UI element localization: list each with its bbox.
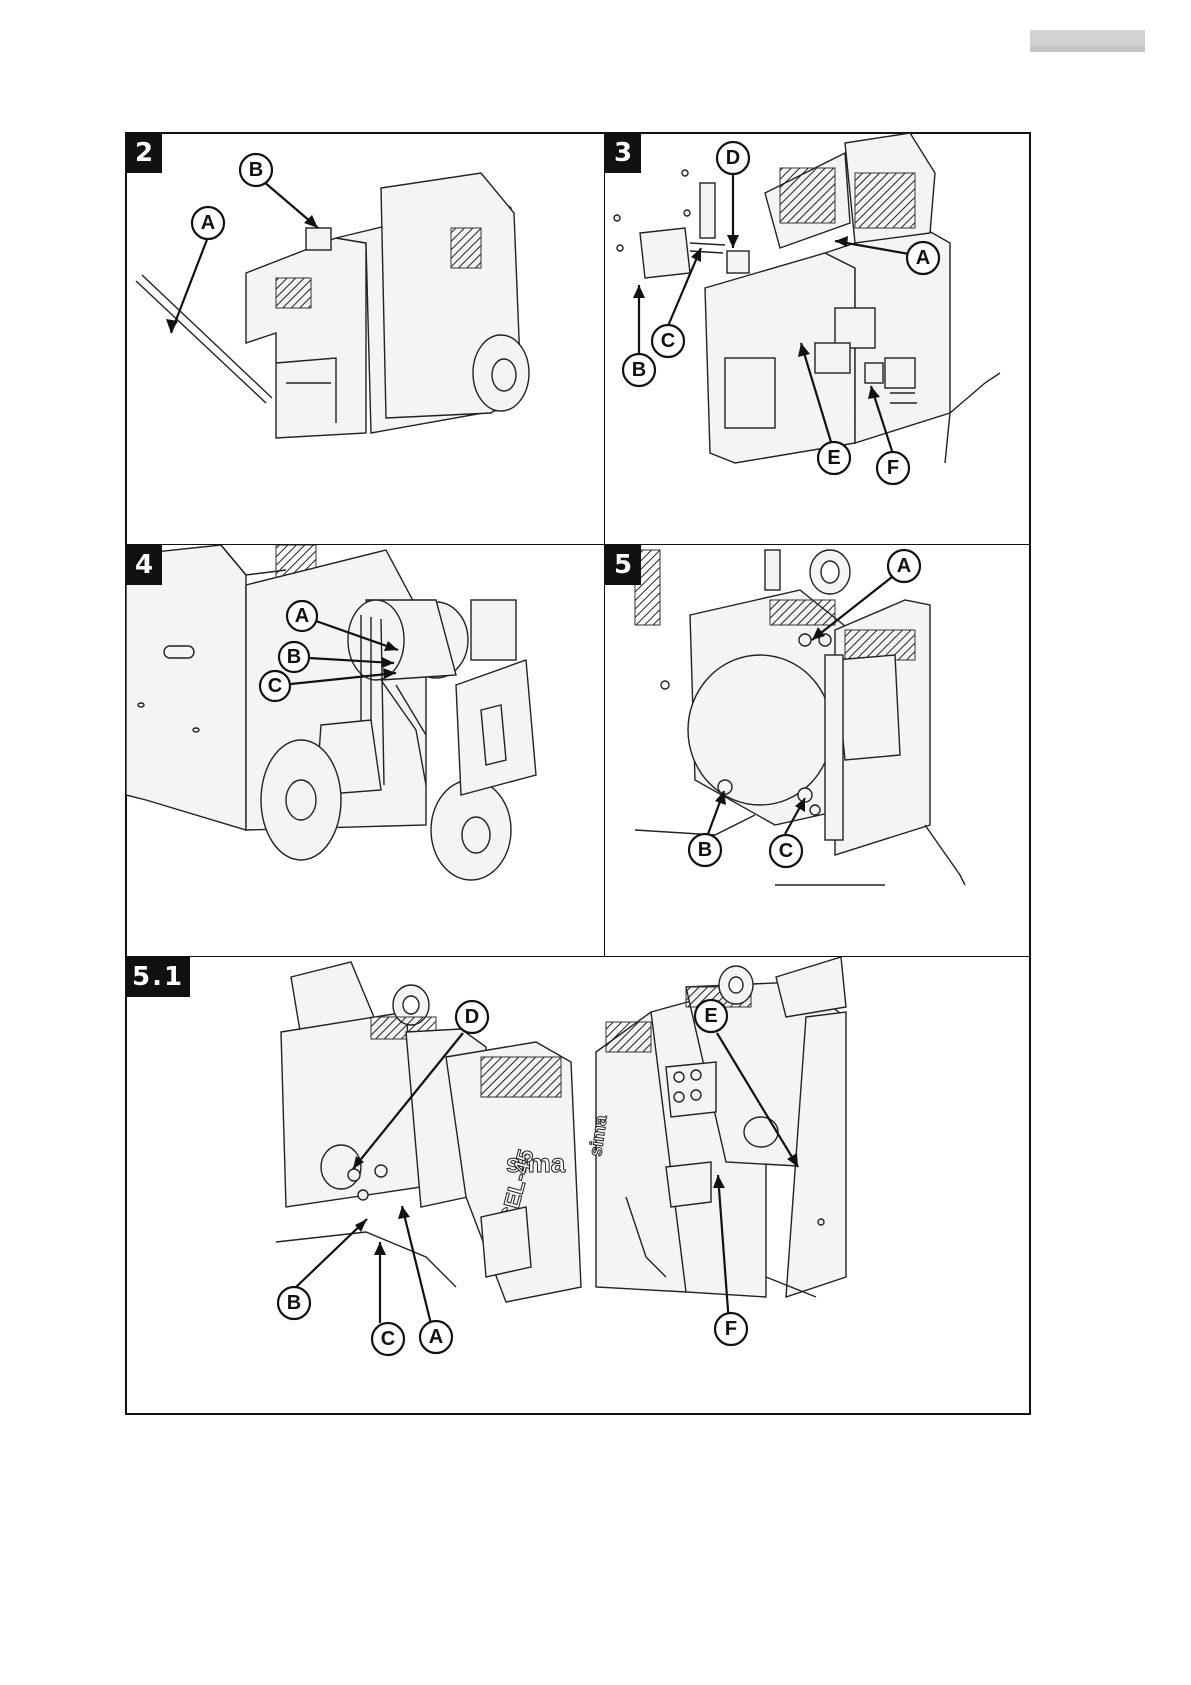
figure-3-callout-d: D <box>717 142 749 174</box>
figure-4-number: 4 <box>126 545 162 585</box>
figure-5-number: 5 <box>605 545 641 585</box>
figure-5-callout-a: A <box>888 550 920 582</box>
figure-5-1-panel: sima CEL-45 sima <box>125 956 1031 1415</box>
figure-4-callout-b: B <box>279 642 309 672</box>
figure-5-1-callout-e: E <box>695 1000 727 1032</box>
figure-3-callout-f: F <box>877 452 909 484</box>
figure-3-callout-c: C <box>652 325 684 357</box>
svg-text:B: B <box>287 646 301 668</box>
figure-5-panel: A B C 5 <box>604 544 1031 957</box>
figure-4-callouts: A B C <box>126 545 605 957</box>
figure-5-1-callout-c: C <box>372 1323 404 1355</box>
figure-2-panel: A B 2 <box>125 132 605 545</box>
figure-5-callout-c: C <box>770 835 802 867</box>
figure-3-number: 3 <box>605 133 641 173</box>
svg-text:B: B <box>632 359 646 381</box>
figure-3-callout-b: B <box>623 354 655 386</box>
figure-3-callouts: D A C B E F <box>605 133 1031 545</box>
svg-text:B: B <box>249 159 263 181</box>
svg-text:A: A <box>897 555 911 577</box>
svg-text:B: B <box>287 1292 301 1314</box>
figure-3-panel: D A C B E F 3 <box>604 132 1031 545</box>
figure-5-1-callout-d: D <box>456 1001 488 1033</box>
svg-text:E: E <box>827 447 840 469</box>
figure-5-1-callouts: D B C A E F <box>126 957 1031 1415</box>
figure-5-callout-b: B <box>689 834 721 866</box>
page-corner-tab <box>1030 30 1145 52</box>
figure-4-callout-a: A <box>287 601 317 631</box>
figure-4-panel: A B C 4 <box>125 544 605 957</box>
svg-text:F: F <box>725 1318 737 1340</box>
figure-4-callout-c: C <box>260 671 290 701</box>
svg-text:A: A <box>295 605 309 627</box>
svg-text:B: B <box>698 839 712 861</box>
svg-text:C: C <box>381 1328 395 1350</box>
svg-text:D: D <box>726 147 740 169</box>
svg-text:C: C <box>779 840 793 862</box>
figure-2-number: 2 <box>126 133 162 173</box>
figure-5-1-callout-a: A <box>420 1321 452 1353</box>
figure-2-callout-a: A <box>192 207 224 239</box>
svg-text:D: D <box>465 1006 479 1028</box>
figure-2-callout-b: B <box>240 154 272 186</box>
figure-5-callouts: A B C <box>605 545 1031 957</box>
figure-3-callout-a: A <box>907 242 939 274</box>
svg-text:C: C <box>268 675 282 697</box>
figure-5-1-callout-b: B <box>278 1287 310 1319</box>
svg-text:F: F <box>887 457 899 479</box>
svg-text:A: A <box>429 1326 443 1348</box>
svg-text:A: A <box>916 247 930 269</box>
svg-text:A: A <box>201 212 215 234</box>
svg-text:E: E <box>704 1005 717 1027</box>
figure-3-callout-e: E <box>818 442 850 474</box>
figure-5-1-callout-f: F <box>715 1313 747 1345</box>
figure-5-1-number: 5.1 <box>126 957 190 997</box>
svg-text:C: C <box>661 330 675 352</box>
figure-2-callouts: A B <box>126 133 605 545</box>
